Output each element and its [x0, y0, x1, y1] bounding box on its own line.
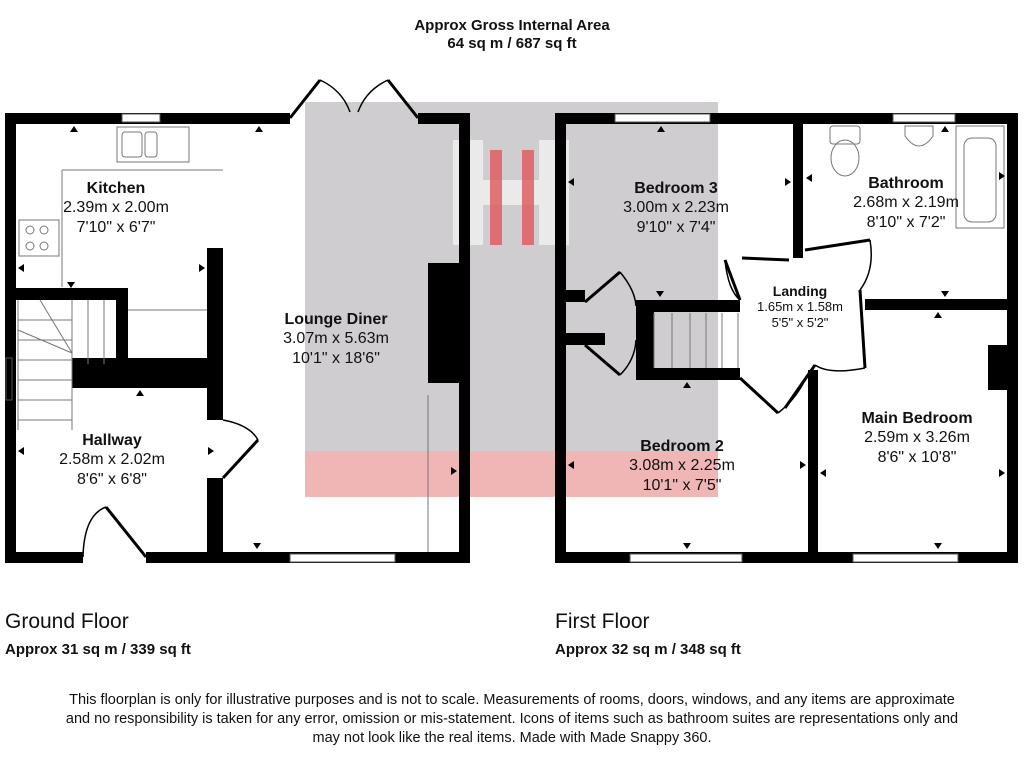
ground-floor-walls: [5, 113, 470, 563]
disclaimer-line: may not look like the real items. Made w…: [312, 730, 712, 746]
watermark-logo: [305, 102, 718, 497]
disclaimer-line: This floorplan is only for illustrative …: [69, 692, 955, 708]
first-floor-fixtures: [614, 113, 1005, 563]
room-imperial: 10'1" x 7'5": [642, 477, 722, 494]
gross-area-header: Approx Gross Internal Area 64 sq m / 687…: [362, 17, 662, 53]
room-landing: Landing 1.65m x 1.58m 5'5" x 5'2": [740, 283, 860, 331]
first-floor-label: First Floor: [555, 610, 650, 633]
room-name: Bedroom 3: [634, 180, 718, 197]
room-main-bedroom: Main Bedroom 2.59m x 3.26m 8'6" x 10'8": [827, 410, 1007, 468]
room-imperial: 8'6" x 6'8": [77, 471, 147, 488]
room-metric: 3.00m x 2.23m: [623, 199, 729, 216]
ground-floor-doors: [82, 79, 420, 558]
room-imperial: 8'10" x 7'2": [866, 214, 946, 231]
room-metric: 3.07m x 5.63m: [283, 330, 389, 347]
first-floor-walls: [555, 113, 1018, 563]
gross-area-value: 64 sq m / 687 sq ft: [447, 35, 577, 52]
ground-floor-fixtures: [5, 113, 429, 563]
room-bedroom-3: Bedroom 3 3.00m x 2.23m 9'10" x 7'4": [586, 180, 766, 238]
room-imperial: 10'1" x 18'6": [292, 350, 380, 367]
room-bathroom: Bathroom 2.68m x 2.19m 8'10" x 7'2": [816, 175, 996, 233]
room-imperial: 7'10" x 6'7": [76, 219, 156, 236]
room-bedroom-2: Bedroom 2 3.08m x 2.25m 10'1" x 7'5": [592, 438, 772, 496]
ground-floor-label: Ground Floor: [5, 610, 129, 633]
room-metric: 1.65m x 1.58m: [757, 299, 843, 314]
room-name: Lounge Diner: [284, 311, 388, 328]
room-name: Bedroom 2: [640, 438, 724, 455]
room-name: Bathroom: [868, 175, 944, 192]
room-metric: 2.68m x 2.19m: [853, 194, 959, 211]
room-imperial: 5'5" x 5'2": [771, 315, 829, 330]
room-metric: 2.39m x 2.00m: [63, 199, 169, 216]
room-imperial: 8'6" x 10'8": [877, 449, 957, 466]
room-lounge-diner: Lounge Diner 3.07m x 5.63m 10'1" x 18'6": [246, 311, 426, 369]
room-kitchen: Kitchen 2.39m x 2.00m 7'10" x 6'7": [26, 180, 206, 238]
room-name: Kitchen: [86, 180, 146, 197]
room-metric: 2.59m x 3.26m: [864, 429, 970, 446]
ground-floor-area: Approx 31 sq m / 339 sq ft: [5, 641, 191, 658]
room-metric: 3.08m x 2.25m: [629, 457, 735, 474]
dimension-arrows: [18, 126, 1005, 549]
disclaimer: This floorplan is only for illustrative …: [40, 691, 984, 748]
room-name: Hallway: [82, 432, 142, 449]
room-hallway: Hallway 2.58m x 2.02m 8'6" x 6'8": [22, 432, 202, 490]
disclaimer-line: and no responsibility is taken for any e…: [65, 711, 959, 727]
gross-area-title: Approx Gross Internal Area: [414, 17, 610, 34]
first-floor-area: Approx 32 sq m / 348 sq ft: [555, 641, 741, 658]
room-metric: 2.58m x 2.02m: [59, 451, 165, 468]
room-name: Main Bedroom: [861, 410, 973, 427]
first-floor-doors: [584, 238, 872, 415]
room-imperial: 9'10" x 7'4": [636, 219, 716, 236]
room-name: Landing: [772, 283, 828, 299]
